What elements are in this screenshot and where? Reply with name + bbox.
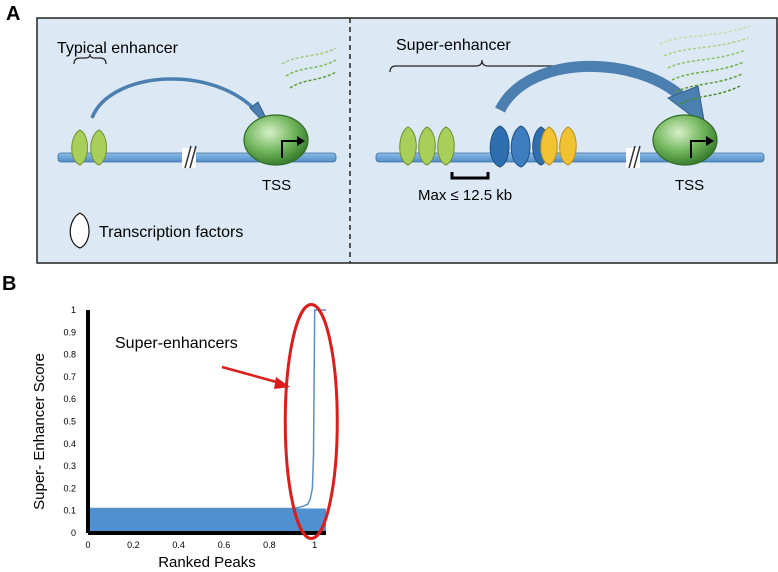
typical-enhancer-label: Typical enhancer (57, 40, 179, 57)
typical-enhancer-brace (73, 53, 107, 65)
y-tick-label: 0.6 (63, 394, 76, 404)
tf-yellow-right-1 (540, 126, 558, 166)
distance-label: Max ≤ 12.5 kb (418, 187, 512, 204)
polymerase-right (652, 114, 718, 166)
expression-waves-right-icon (659, 25, 751, 105)
x-tick-label: 0.8 (263, 540, 276, 550)
y-tick-label: 1 (71, 305, 76, 315)
y-tick-label: 0.5 (63, 417, 76, 427)
x-tick-label: 0.4 (172, 540, 185, 550)
panel-b-letter: B (2, 273, 16, 295)
dna-break-icon-right (626, 145, 641, 169)
super-enhancer-chart: 0 0.1 0.2 0.3 0.4 0.5 0.6 0.7 0.8 0.9 1 0 0.2 0.4 0.6 0… (31, 303, 339, 571)
tss-arrow-right-icon (690, 140, 709, 158)
annotation-arrow-line (221, 365, 281, 385)
tss-arrowhead-left (297, 136, 305, 146)
y-tick-label: 0.3 (63, 461, 76, 471)
y-tick-label: 0.8 (63, 350, 76, 360)
tss-arrowhead-right (706, 136, 714, 146)
dna-break-icon (182, 145, 197, 169)
x-tick-label: 0.6 (218, 540, 231, 550)
super-enhancer-loop-arrow (495, 60, 695, 113)
tf-blue-right-2 (510, 125, 531, 168)
y-tick-label: 0.2 (63, 483, 76, 493)
tf-green-left-1 (71, 129, 88, 166)
y-tick-label: 0.1 (63, 506, 76, 516)
score-curve (88, 309, 326, 510)
x-tick-label: 1 (312, 540, 317, 550)
expression-waves-left-icon (281, 47, 337, 89)
distance-bracket (450, 172, 490, 180)
tf-green-left-2 (90, 129, 107, 166)
y-axis-label: Super- Enhancer Score (31, 353, 48, 510)
polymerase-left (243, 114, 309, 166)
tf-yellow-right-2 (559, 126, 577, 166)
panel-a-letter: A (6, 3, 20, 25)
y-tick-label: 0 (71, 528, 76, 538)
tf-green-right-1 (399, 126, 417, 166)
baseline-area (88, 508, 326, 533)
x-axis-label: Ranked Peaks (158, 554, 256, 571)
tf-green-right-3 (437, 126, 455, 166)
tf-outline-legend-icon (69, 212, 90, 249)
tf-legend-label: Transcription factors (99, 224, 243, 241)
x-tick-label: 0 (85, 540, 90, 550)
enhancer-loop-arrow-left (90, 77, 264, 120)
tss-label-left: TSS (262, 177, 291, 194)
tf-green-right-2 (418, 126, 436, 166)
super-enhancers-annotation: Super-enhancers (115, 335, 238, 352)
super-enhancer-label: Super-enhancer (396, 37, 511, 54)
tss-arrow-left-icon (281, 140, 300, 158)
super-enhancer-highlight-ellipse (283, 303, 339, 540)
y-tick-label: 0.9 (63, 327, 76, 337)
y-tick-label: 0.7 (63, 372, 76, 382)
annotation-arrowhead (274, 377, 290, 389)
tf-blue-right-1 (489, 125, 510, 168)
y-tick-label: 0.4 (63, 439, 76, 449)
tss-label-right: TSS (675, 177, 704, 194)
x-tick-label: 0.2 (127, 540, 140, 550)
